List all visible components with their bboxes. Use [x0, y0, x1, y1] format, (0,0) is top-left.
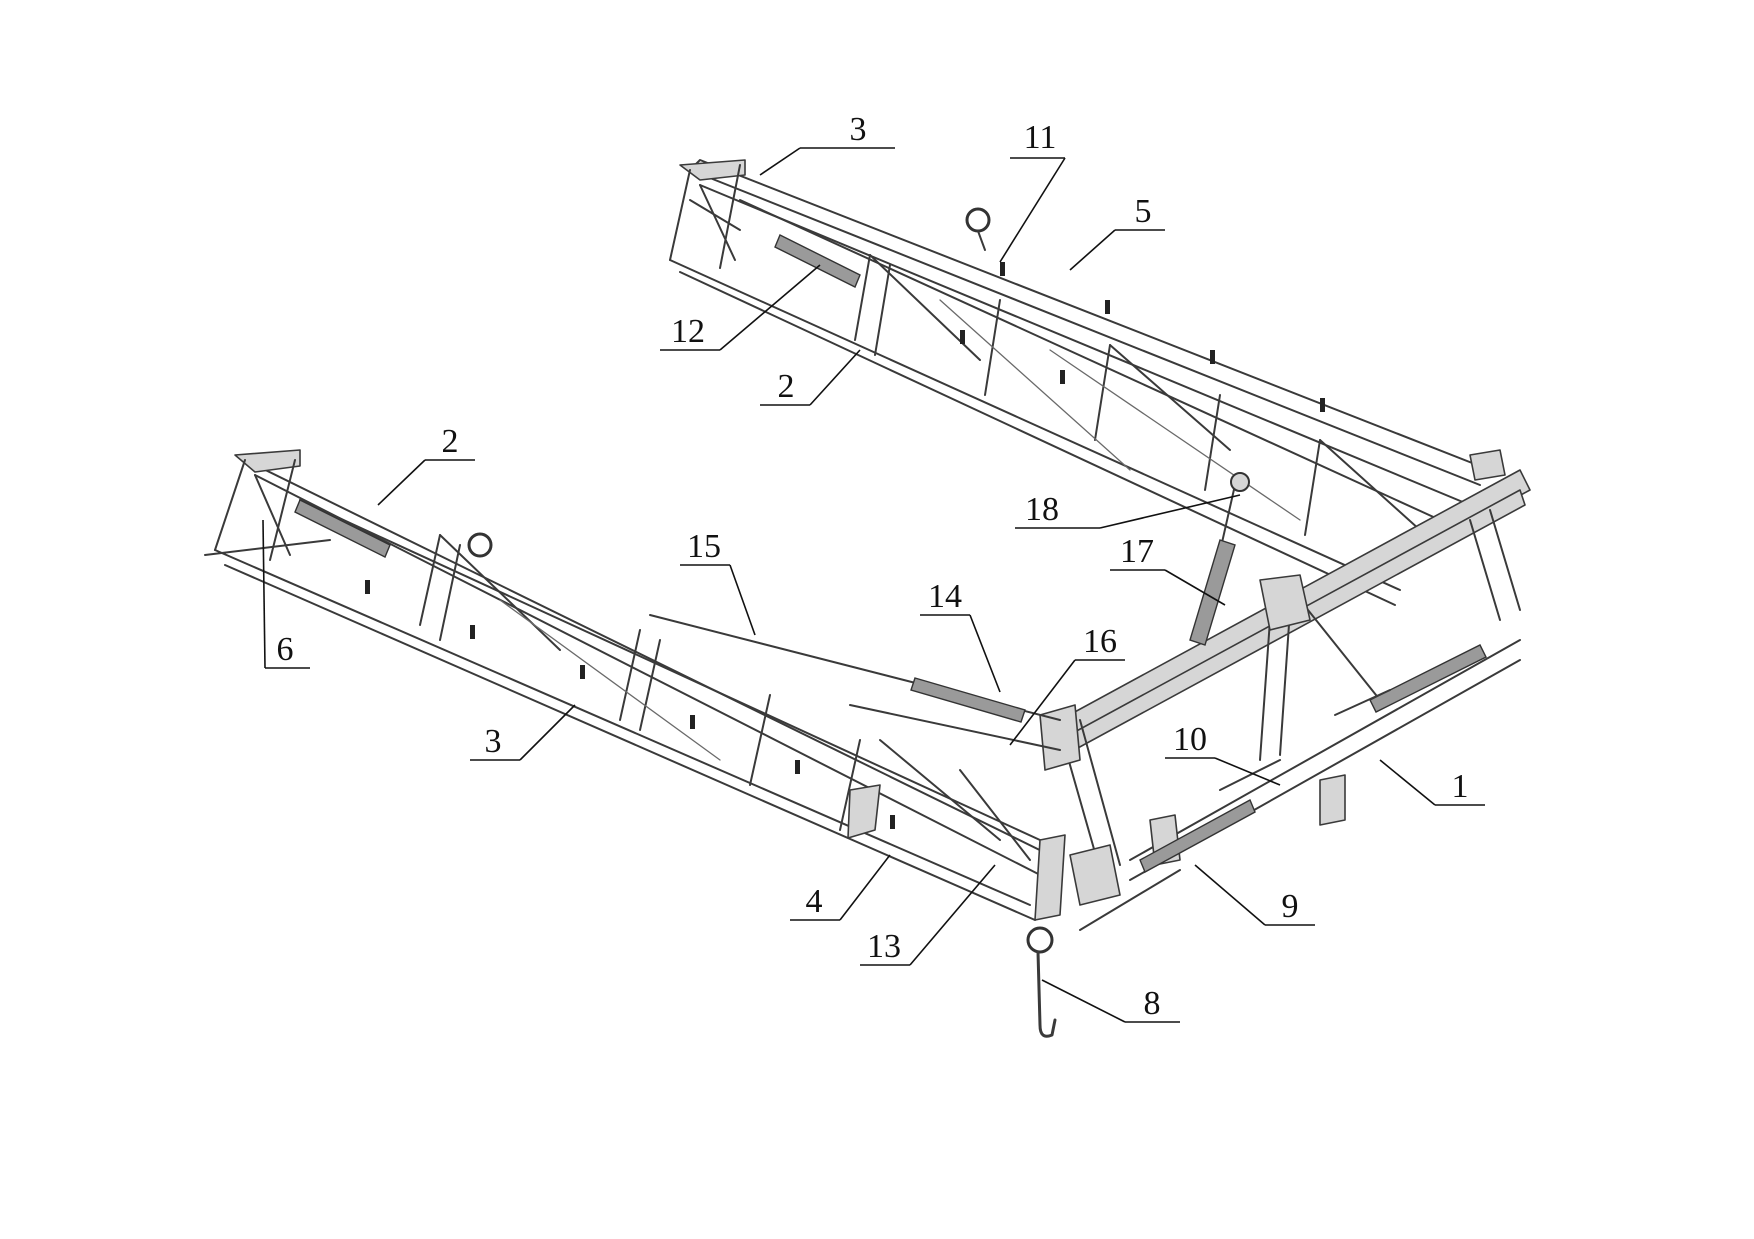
callout-9: 9 — [1282, 888, 1299, 925]
central-frame — [649, 449, 1531, 1038]
callout-10: 10 — [1173, 721, 1207, 758]
callout-2-lower: 2 — [442, 423, 459, 460]
callout-18: 18 — [1025, 491, 1059, 528]
callout-5: 5 — [1135, 193, 1152, 230]
callout-14: 14 — [928, 578, 962, 615]
callout-leaders — [262, 147, 1485, 1023]
callout-16: 16 — [1083, 623, 1117, 660]
callout-17: 17 — [1120, 533, 1154, 570]
lower-boom-truss — [204, 449, 1066, 921]
callout-numbers: 3 11 5 12 2 2 18 15 17 14 16 6 3 10 1 4 … — [277, 111, 1469, 1022]
callout-2-upper: 2 — [778, 368, 795, 405]
callout-12: 12 — [671, 313, 705, 350]
callout-8: 8 — [1144, 985, 1161, 1022]
callout-6: 6 — [277, 631, 294, 668]
callout-11: 11 — [1024, 119, 1057, 156]
callout-15: 15 — [687, 528, 721, 565]
callout-1: 1 — [1452, 768, 1469, 805]
callout-13: 13 — [867, 928, 901, 965]
upper-boom-truss — [669, 159, 1491, 606]
callout-4: 4 — [806, 883, 823, 920]
callout-3-lower: 3 — [485, 723, 502, 760]
callout-3-upper: 3 — [850, 111, 867, 148]
